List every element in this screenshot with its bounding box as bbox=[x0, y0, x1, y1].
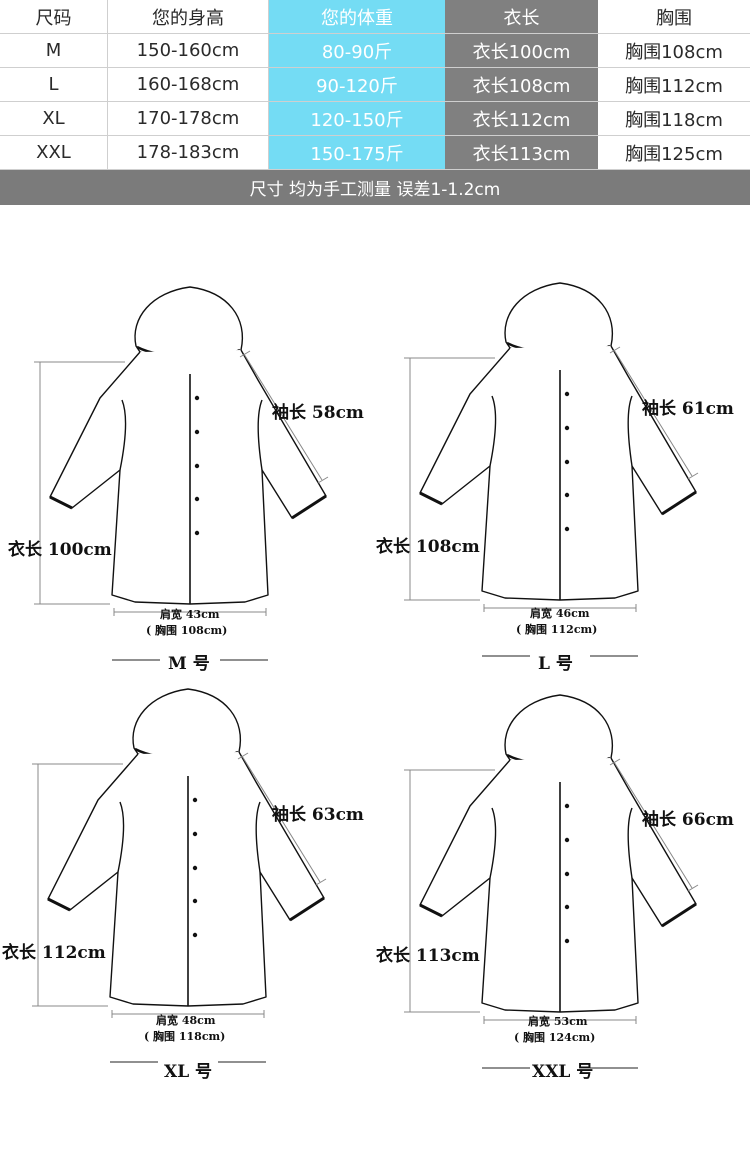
table-cell: 170-178cm bbox=[108, 102, 269, 135]
header-cell-length: 衣长 bbox=[445, 0, 598, 33]
size-label: M 号 bbox=[168, 654, 210, 674]
table-cell: 衣长100cm bbox=[445, 34, 598, 67]
length-label: 衣长 112cm bbox=[2, 943, 106, 963]
size-label: XL 号 bbox=[164, 1062, 213, 1082]
header-cell-height: 您的身高 bbox=[108, 0, 269, 33]
size-label: XXL 号 bbox=[532, 1062, 594, 1082]
table-cell: 胸围112cm bbox=[625, 75, 723, 97]
chest-label: ( 胸围 112cm) bbox=[516, 623, 598, 636]
table-cell: XXL bbox=[0, 136, 108, 169]
length-label: 衣长 100cm bbox=[8, 540, 112, 560]
table-row: M 150-160cm 80-90斤 衣长100cm 胸围108cm bbox=[0, 34, 750, 68]
raincoat-outline-xl bbox=[31, 687, 327, 1063]
table-header-row: 尺码 您的身高 您的体重 衣长 胸围 bbox=[0, 0, 750, 34]
chest-label: ( 胸围 108cm) bbox=[146, 624, 228, 637]
header-cell-chest: 胸围 bbox=[656, 7, 692, 29]
table-row: XL 170-178cm 120-150斤 衣长112cm 胸围118cm bbox=[0, 102, 750, 136]
table-cell: 胸围118cm bbox=[625, 109, 723, 131]
table-cell: 衣长108cm bbox=[445, 68, 598, 101]
table-cell: 80-90斤 bbox=[269, 34, 445, 67]
table-cell: 衣长112cm bbox=[445, 102, 598, 135]
shoulder-label: 肩宽 43cm bbox=[160, 608, 220, 621]
shoulder-label: 肩宽 46cm bbox=[530, 607, 590, 620]
table-cell: 胸围125cm bbox=[625, 143, 723, 165]
table-row: L 160-168cm 90-120斤 衣长108cm 胸围112cm bbox=[0, 68, 750, 102]
length-label: 衣长 108cm bbox=[376, 537, 480, 557]
size-table: 尺码 您的身高 您的体重 衣长 胸围 M 150-160cm 80-90斤 衣长… bbox=[0, 0, 750, 170]
size-label: L 号 bbox=[538, 654, 573, 674]
sleeve-label: 袖长 66cm bbox=[642, 810, 734, 830]
chest-label: ( 胸围 124cm) bbox=[514, 1031, 596, 1044]
table-cell: 150-175斤 bbox=[269, 136, 445, 169]
length-label: 衣长 113cm bbox=[376, 946, 480, 966]
table-cell: M bbox=[0, 34, 108, 67]
header-cell-size: 尺码 bbox=[0, 0, 108, 33]
sleeve-label: 袖长 58cm bbox=[272, 403, 364, 423]
table-cell: L bbox=[0, 68, 108, 101]
raincoat-outline-xxl bbox=[403, 693, 699, 1069]
table-cell: 150-160cm bbox=[108, 34, 269, 67]
table-cell: 178-183cm bbox=[108, 136, 269, 169]
sleeve-label: 袖长 61cm bbox=[642, 399, 734, 419]
table-cell: 衣长113cm bbox=[445, 136, 598, 169]
table-cell: 90-120斤 bbox=[269, 68, 445, 101]
header-cell-weight: 您的体重 bbox=[269, 0, 445, 33]
table-cell: 胸围108cm bbox=[625, 41, 723, 63]
shoulder-label: 肩宽 53cm bbox=[528, 1015, 588, 1028]
diagram-xxl: 衣长 113cm 袖长 66cm 肩宽 53cm ( 胸围 124cm) XXL… bbox=[370, 408, 745, 1082]
table-cell: XL bbox=[0, 102, 108, 135]
table-cell: 160-168cm bbox=[108, 68, 269, 101]
table-row: XXL 178-183cm 150-175斤 衣长113cm 胸围125cm bbox=[0, 136, 750, 170]
table-cell: 120-150斤 bbox=[269, 102, 445, 135]
sleeve-label: 袖长 63cm bbox=[272, 805, 364, 825]
chest-label: ( 胸围 118cm) bbox=[144, 1030, 226, 1043]
diagram-m: 衣长 100cm 袖长 58cm 肩宽 43cm ( 胸围 108cm) M 号 bbox=[0, 0, 375, 674]
diagram-xl: 衣长 112cm 袖长 63cm 肩宽 48cm ( 胸围 118cm) XL … bbox=[0, 402, 373, 1082]
shoulder-label: 肩宽 48cm bbox=[156, 1014, 216, 1027]
measurement-note: 尺寸 均为手工测量 误差1-1.2cm bbox=[0, 170, 750, 205]
diagram-l: 衣长 108cm 袖长 61cm 肩宽 46cm ( 胸围 112cm) L 号 bbox=[370, 0, 745, 674]
